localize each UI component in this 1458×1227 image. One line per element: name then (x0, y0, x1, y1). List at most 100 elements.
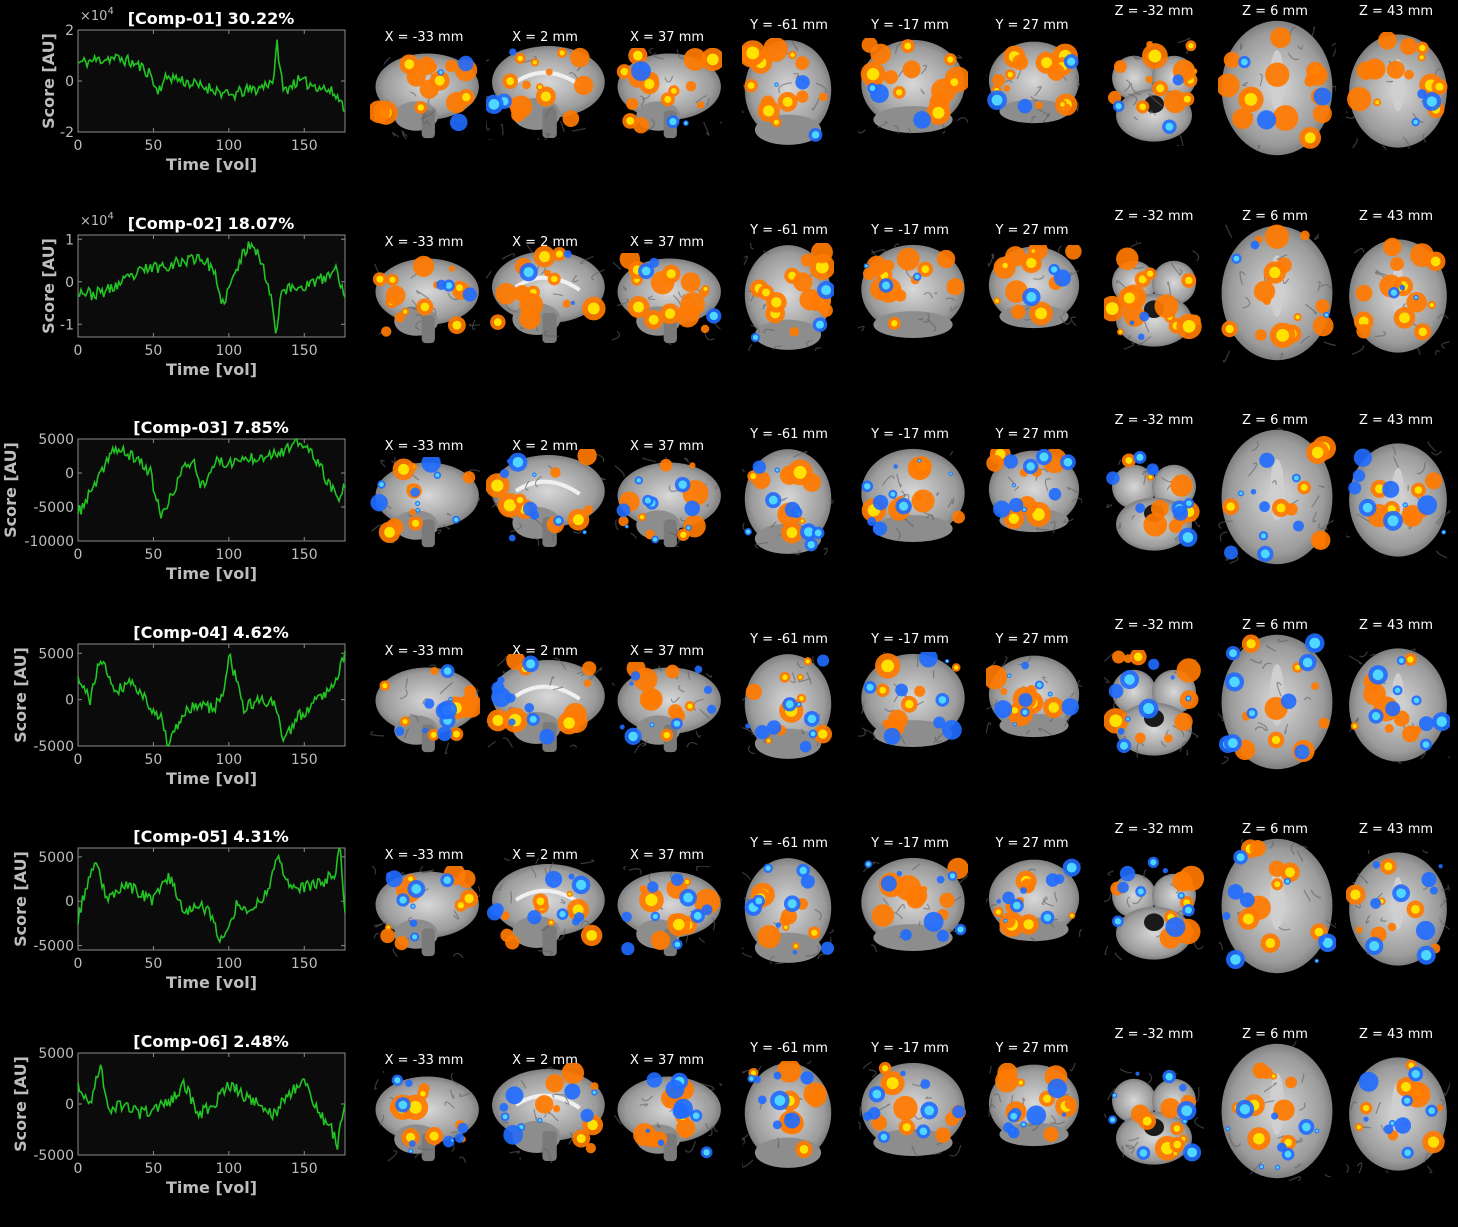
x-tick-label: 100 (215, 343, 242, 359)
y-axis-label: Score [AU] (11, 1056, 30, 1152)
slice-coordinate-label: X = 2 mm (512, 1053, 578, 1068)
slice-coordinate-label: Y = -61 mm (750, 18, 828, 33)
slice-coordinate-label: X = -33 mm (384, 644, 464, 659)
brain-slice-image (1106, 450, 1201, 551)
slice-coordinate-label: Y = 27 mm (995, 1041, 1069, 1056)
brain-slice-image (486, 245, 606, 343)
brain-slice-image (1221, 1041, 1333, 1181)
slice-coordinate-label: Z = 6 mm (1242, 618, 1308, 633)
brain-slice-image (742, 1061, 832, 1169)
y-tick-label: -5000 (33, 939, 74, 955)
slice-coordinate-label: Y = 27 mm (995, 632, 1069, 647)
y-tick-label: -2 (60, 125, 74, 141)
brain-slice-image (486, 46, 605, 140)
brain-slice-image (988, 1063, 1080, 1147)
slice-coordinate-label: Y = 27 mm (995, 836, 1069, 851)
slice-coordinate-label: X = 37 mm (629, 644, 705, 659)
brain-slice-image (1349, 237, 1450, 355)
slice-coordinate-label: Y = -17 mm (871, 427, 949, 442)
x-tick-label: 150 (291, 956, 318, 972)
x-tick-label: 50 (145, 956, 163, 972)
x-tick-label: 0 (74, 547, 83, 563)
slice-coordinate-label: Z = 43 mm (1358, 618, 1434, 633)
slice-coordinate-label: Z = -32 mm (1114, 209, 1194, 224)
slice-coordinate-label: Z = -32 mm (1114, 413, 1194, 428)
slice-coordinate-label: Z = 6 mm (1242, 1027, 1308, 1042)
slice-coordinate-label: Y = -17 mm (871, 223, 949, 238)
x-axis-label: Time [vol] (166, 973, 257, 992)
slice-coordinate-label: Z = -32 mm (1114, 822, 1194, 837)
x-tick-label: 150 (291, 752, 318, 768)
slice-coordinate-label: Y = -17 mm (871, 836, 949, 851)
slice-coordinate-label: X = 37 mm (629, 439, 705, 454)
series-line (77, 438, 346, 519)
slice-coordinate-label: Z = 6 mm (1242, 413, 1308, 428)
y-tick-label: 1 (65, 232, 74, 248)
y-tick-label: 0 (65, 1097, 74, 1113)
brain-slice-image (370, 457, 480, 548)
y-tick-label: -5000 (33, 500, 74, 516)
slice-coordinate-label: Z = 43 mm (1358, 413, 1434, 428)
slice-coordinate-label: Y = -61 mm (750, 1041, 828, 1056)
brain-slice-image (1104, 650, 1201, 758)
plot-area (77, 1052, 346, 1156)
brain-slice-image (486, 858, 605, 957)
x-axis-label: Time [vol] (166, 155, 257, 174)
brain-slice-image (742, 38, 832, 145)
slice-coordinate-label: Z = 6 mm (1242, 209, 1308, 224)
x-axis-label: Time [vol] (166, 360, 257, 379)
brain-slice-image (612, 253, 722, 345)
chart-title: [Comp-01] 30.22% (128, 9, 295, 28)
slice-coordinate-label: X = 37 mm (629, 848, 705, 863)
brain-slice-image (858, 38, 968, 134)
slice-coordinate-label: Y = -17 mm (871, 632, 949, 647)
series-line (77, 241, 346, 334)
y-tick-label: -5000 (33, 739, 74, 755)
plot-area (77, 29, 346, 133)
y-tick-label: 5000 (38, 646, 74, 662)
series-line (77, 847, 346, 945)
y-axis-label: Score [AU] (39, 238, 58, 334)
slice-coordinate-label: X = -33 mm (384, 235, 464, 250)
y-tick-label: 0 (65, 894, 74, 910)
slice-coordinate-label: X = -33 mm (384, 439, 464, 454)
x-tick-label: 0 (74, 138, 83, 154)
brain-slice-image (858, 243, 965, 339)
slice-coordinate-label: Y = -61 mm (750, 427, 828, 442)
slice-coordinate-label: X = 37 mm (629, 1053, 705, 1068)
brain-slice-image (372, 255, 480, 344)
brain-slice-image (986, 449, 1082, 533)
plot-area (77, 847, 346, 951)
brain-slice-image (1346, 1057, 1450, 1173)
brain-slice-image (1218, 427, 1336, 565)
y-tick-label: 5000 (38, 1046, 74, 1062)
y-tick-label: -5000 (33, 1148, 74, 1164)
y-axis-label: Score [AU] (11, 851, 30, 947)
y-tick-label: 0 (65, 275, 74, 291)
x-tick-label: 50 (145, 547, 163, 563)
slice-coordinate-label: X = 37 mm (629, 235, 705, 250)
y-axis-label: Score [AU] (11, 647, 30, 743)
y-multiplier: ×104 (80, 6, 114, 24)
slice-coordinate-label: Y = -17 mm (871, 18, 949, 33)
chart-title: [Comp-03] 7.85% (133, 418, 288, 437)
slice-coordinate-label: Z = -32 mm (1114, 1027, 1194, 1042)
brain-slice-image (1346, 32, 1448, 150)
brain-slice-image (612, 662, 721, 754)
slice-coordinate-label: Z = 43 mm (1358, 1027, 1434, 1042)
brain-slice-image (486, 449, 606, 547)
slice-coordinate-label: Y = -61 mm (750, 223, 828, 238)
slice-coordinate-label: X = -33 mm (384, 1053, 464, 1068)
slice-coordinate-label: X = 2 mm (512, 439, 578, 454)
x-tick-label: 150 (291, 138, 318, 154)
series-line (77, 39, 346, 112)
x-tick-label: 100 (215, 956, 242, 972)
y-tick-label: 0 (65, 74, 74, 90)
brain-slice-image (742, 654, 833, 759)
